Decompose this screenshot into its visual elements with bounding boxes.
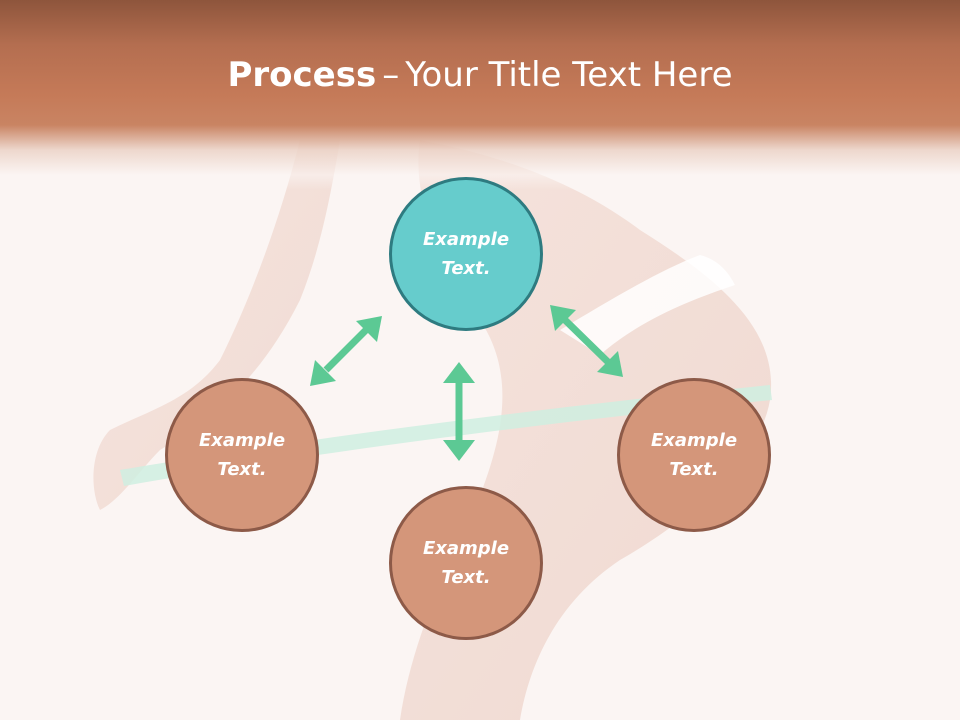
title-rest: Your Title Text Here <box>405 55 733 95</box>
arm-silhouette <box>93 140 340 510</box>
arrow-top-right <box>550 305 623 377</box>
process-node-right[interactable]: Example Text. <box>617 378 771 532</box>
title-bar <box>0 0 960 190</box>
slide-title: Process–Your Title Text Here <box>0 52 960 98</box>
node-top-label: Example Text. <box>422 229 510 279</box>
garment-band <box>560 255 735 355</box>
measuring-tape <box>120 385 772 486</box>
node-bottom-label: Example Text. <box>422 538 510 588</box>
arrow-top-left <box>310 316 382 386</box>
node-right-label: Example Text. <box>650 430 738 480</box>
process-node-top[interactable]: Example Text. <box>389 177 543 331</box>
arrow-center-vertical <box>443 362 475 461</box>
process-node-left[interactable]: Example Text. <box>165 378 319 532</box>
process-node-bottom[interactable]: Example Text. <box>389 486 543 640</box>
title-bold: Process <box>227 55 377 95</box>
node-left-label: Example Text. <box>198 430 286 480</box>
title-dash: – <box>382 55 400 95</box>
